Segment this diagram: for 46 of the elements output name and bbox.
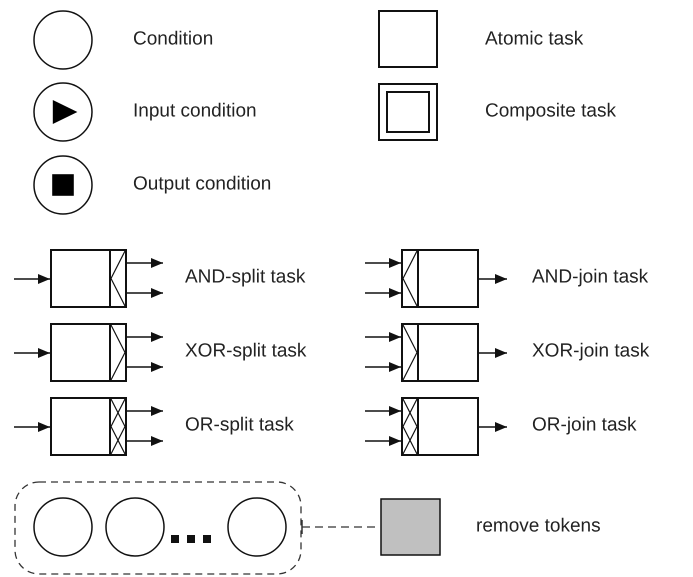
symbol-label: Output condition — [133, 174, 272, 196]
condition-circle — [105, 497, 165, 557]
composite-task-box — [378, 83, 438, 141]
arrow — [127, 406, 163, 416]
arrow — [365, 258, 401, 268]
join-task-box — [401, 323, 479, 382]
task-box — [378, 10, 438, 68]
symbol-label: AND-join task — [532, 266, 648, 290]
arrow — [127, 436, 163, 446]
symbol-label: Input condition — [133, 100, 257, 124]
condition-circle — [33, 10, 93, 70]
condition-circle — [33, 497, 93, 557]
arrow — [14, 348, 50, 358]
arrow — [14, 274, 50, 284]
arrow — [127, 362, 163, 372]
split-task-box — [50, 323, 127, 382]
arrow — [479, 422, 507, 432]
symbol-label: OR-split task — [185, 414, 294, 438]
arrow — [127, 332, 163, 342]
symbol-label: remove tokens — [476, 516, 601, 538]
arrow — [127, 288, 163, 298]
symbol-label: OR-join task — [532, 414, 637, 438]
symbol-label: XOR-join task — [532, 340, 650, 364]
output-condition-symbol — [33, 155, 93, 215]
condition-circle — [227, 497, 287, 557]
task-box — [380, 498, 441, 556]
symbol-label: XOR-split task — [185, 340, 306, 364]
join-task-box — [401, 249, 479, 308]
symbol-label: Atomic task — [485, 28, 584, 52]
split-task-box — [50, 249, 127, 308]
arrow — [365, 332, 401, 342]
arrow — [127, 258, 163, 268]
arrow — [365, 288, 401, 298]
arrow — [365, 362, 401, 372]
arrow — [365, 436, 401, 446]
arrow — [365, 406, 401, 416]
input-condition-symbol — [33, 82, 93, 142]
join-task-box — [401, 397, 479, 456]
symbol-label: AND-split task — [185, 266, 306, 290]
cancellation-region — [14, 481, 302, 575]
arrow — [479, 274, 507, 284]
arrow — [14, 422, 50, 432]
arrow — [479, 348, 507, 358]
symbol-label: Condition — [133, 28, 214, 52]
symbol-label: Composite task — [485, 100, 616, 124]
split-task-box — [50, 397, 127, 456]
